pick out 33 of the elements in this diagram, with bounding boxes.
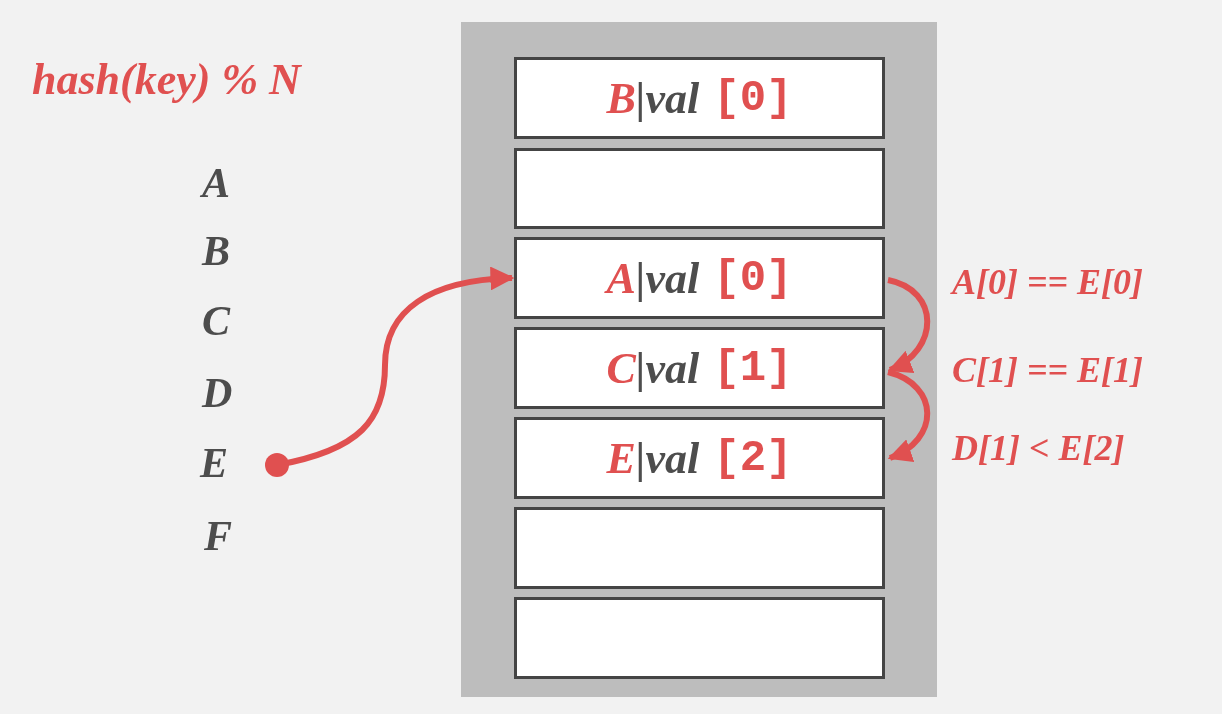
hash-slot	[514, 327, 885, 409]
slot-box	[514, 148, 885, 229]
hash-slot	[514, 237, 885, 319]
table-panel	[461, 22, 937, 697]
value-text: |val	[635, 252, 700, 304]
index-text: [0]	[713, 253, 793, 303]
index-text: [1]	[713, 343, 793, 393]
key-text: E	[606, 432, 636, 484]
key-letter: A	[202, 162, 230, 204]
arrow	[887, 369, 931, 461]
index-text: [0]	[713, 73, 793, 123]
key-text: A	[606, 252, 636, 304]
index-text: [2]	[713, 433, 793, 483]
slot-box	[514, 597, 885, 679]
key-text: C	[606, 342, 636, 394]
arrow	[265, 267, 515, 477]
title-text: hash(key) % N	[32, 58, 301, 102]
comparison-note: D[1] < E[2]	[952, 430, 1125, 466]
value-text: |val	[635, 342, 700, 394]
comparison-note: A[0] == E[0]	[952, 264, 1143, 300]
arrow	[887, 277, 931, 373]
key-letter: C	[202, 300, 230, 342]
hash-slot	[514, 57, 885, 139]
slot-box	[514, 507, 885, 589]
key-text: B	[606, 72, 636, 124]
key-letter: E	[200, 442, 240, 486]
value-text: |val	[635, 72, 700, 124]
hash-slot	[514, 417, 885, 499]
key-letter: F	[204, 515, 232, 557]
value-text: |val	[635, 432, 700, 484]
key-letter: D	[202, 372, 233, 414]
key-letter: B	[202, 230, 230, 272]
comparison-note: C[1] == E[1]	[952, 352, 1143, 388]
